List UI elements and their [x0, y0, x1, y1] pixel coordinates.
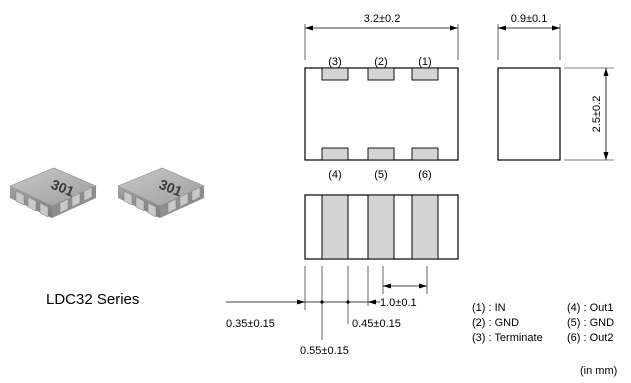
pad-4: [321, 147, 349, 161]
edge-label: 0.35±0.15: [226, 318, 275, 330]
legend-pin-4: (4) : Out1: [567, 302, 613, 314]
unit-note: (in mm): [580, 365, 617, 377]
pad-2: [367, 67, 395, 81]
thickness-label: 0.9±0.1: [511, 13, 548, 25]
pad-3: [321, 67, 349, 81]
pad-label-3: (3): [328, 56, 341, 68]
legend-pin-5: (5) : GND: [567, 317, 614, 329]
side-view: [497, 24, 614, 161]
terminal-band-center: [367, 194, 395, 260]
pad-6: [411, 147, 439, 161]
legend-pin-2: (2) : GND: [472, 317, 519, 329]
legend-pin-3: (3) : Terminate: [472, 332, 543, 344]
pad-label-2: (2): [374, 56, 387, 68]
legend-pin-1: (1) : IN: [472, 302, 506, 314]
pad-label-6: (6): [418, 169, 431, 181]
width-label: 2.5±0.2: [591, 96, 603, 133]
legend-pin-6: (6) : Out2: [567, 332, 613, 344]
series-label: LDC32 Series: [46, 291, 139, 308]
pad-5: [367, 147, 395, 161]
pad-label-1: (1): [418, 56, 431, 68]
bottom-dimension-lines: [226, 266, 428, 340]
terminal-width-label: 0.55±0.15: [300, 345, 349, 357]
gap-label: 0.45±0.15: [352, 318, 401, 330]
chip-photo-right: 301: [117, 167, 205, 218]
bottom-view: [304, 194, 459, 260]
pitch-label: 1.0±0.1: [380, 297, 417, 309]
pin-legend: (1) : IN (2) : GND (3) : Terminate (4) :…: [472, 302, 614, 344]
terminal-band-left: [321, 194, 349, 260]
chip-photo-left: 301: [9, 167, 97, 218]
length-dimension: [304, 24, 459, 60]
top-view: [304, 67, 459, 161]
pad-label-5: (5): [374, 169, 387, 181]
pad-label-4: (4): [328, 169, 341, 181]
pad-1: [411, 67, 439, 81]
terminal-band-right: [411, 194, 439, 260]
length-label: 3.2±0.2: [364, 13, 401, 25]
